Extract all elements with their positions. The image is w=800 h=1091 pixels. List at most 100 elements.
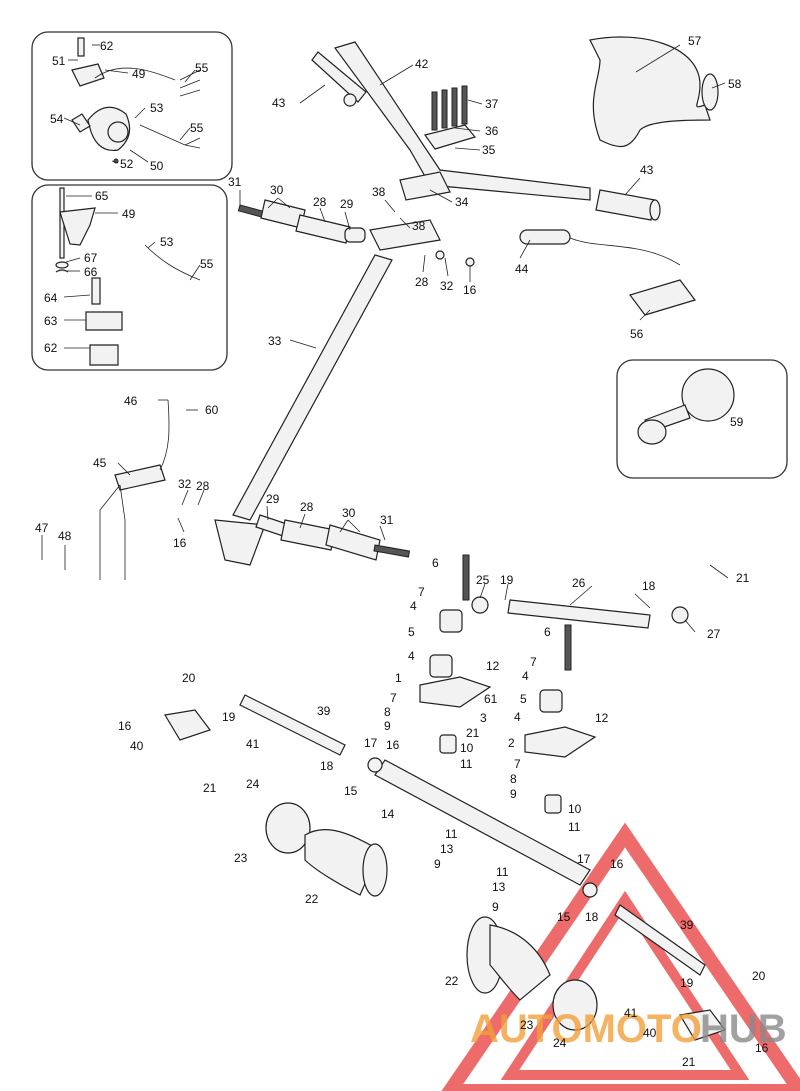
label-21: 21: [682, 1055, 696, 1069]
label-38: 38: [412, 219, 426, 233]
label-60: 60: [205, 403, 219, 417]
label-16: 16: [118, 719, 132, 733]
label-8: 8: [510, 772, 517, 786]
label-19: 19: [222, 710, 236, 724]
label-12: 12: [486, 659, 500, 673]
label-5: 5: [520, 692, 527, 706]
label-32: 32: [440, 279, 454, 293]
label-67: 67: [84, 251, 98, 265]
label-15: 15: [344, 784, 358, 798]
upper-clamp-part: [423, 124, 477, 150]
label-13: 13: [492, 880, 506, 894]
steering-column-part: [232, 254, 393, 521]
label-30: 30: [270, 183, 284, 197]
label-16: 16: [173, 536, 187, 550]
label-38: 38: [372, 185, 386, 199]
label-27: 27: [707, 627, 721, 641]
label-7: 7: [390, 691, 397, 705]
label-62: 62: [44, 341, 58, 355]
label-35: 35: [482, 143, 496, 157]
label-9: 9: [384, 719, 391, 733]
boot-left-part: [265, 802, 388, 897]
label-8: 8: [384, 705, 391, 719]
label-48: 48: [58, 529, 72, 543]
label-43: 43: [640, 163, 654, 177]
label-10: 10: [460, 741, 474, 755]
label-20: 20: [182, 671, 196, 685]
label-58: 58: [728, 77, 742, 91]
lower-linkage-parts: [214, 514, 411, 566]
watermark-word-hub: HUB: [700, 1007, 787, 1051]
label-9: 9: [434, 857, 441, 871]
label-49: 49: [122, 207, 136, 221]
label-29: 29: [266, 492, 280, 506]
tie-rod-parts: [471, 596, 689, 629]
label-17: 17: [577, 852, 591, 866]
label-7: 7: [514, 757, 521, 771]
cross-bar-part: [374, 759, 591, 886]
label-34: 34: [455, 195, 469, 209]
heated-grip-part: [519, 229, 696, 316]
label-26: 26: [572, 576, 586, 590]
label-66: 66: [84, 265, 98, 279]
label-31: 31: [228, 175, 242, 189]
label-50: 50: [150, 159, 164, 173]
label-32: 32: [178, 477, 192, 491]
label-24: 24: [553, 1036, 567, 1050]
label-41: 41: [624, 1006, 638, 1020]
label-7: 7: [418, 585, 425, 599]
label-19: 19: [680, 976, 694, 990]
label-14: 14: [381, 807, 395, 821]
label-47: 47: [35, 521, 49, 535]
label-49: 49: [132, 67, 146, 81]
label-11: 11: [445, 827, 458, 841]
label-55: 55: [195, 61, 209, 75]
label-39: 39: [317, 704, 331, 718]
label-28: 28: [415, 275, 429, 289]
label-57: 57: [688, 34, 702, 48]
label-2: 2: [508, 736, 515, 750]
label-55: 55: [190, 121, 204, 135]
label-11: 11: [496, 865, 509, 879]
label-55: 55: [200, 257, 214, 271]
label-56: 56: [630, 327, 644, 341]
switch-assembly-parts: [71, 37, 201, 164]
label-18: 18: [585, 910, 599, 924]
lower-clamp-part: [399, 171, 451, 201]
inset-box-horn: [616, 359, 788, 479]
label-46: 46: [124, 394, 138, 408]
clamp-bolts: [431, 85, 468, 131]
label-11: 11: [460, 757, 473, 771]
label-1: 1: [395, 671, 402, 685]
label-4: 4: [408, 649, 415, 663]
label-18: 18: [320, 759, 334, 773]
throttle-cable-part: [99, 399, 170, 580]
label-33: 33: [268, 334, 282, 348]
label-21: 21: [466, 726, 480, 740]
inset-box-throttle-assembly: [31, 184, 228, 371]
handlebar-part: [311, 41, 661, 221]
label-7: 7: [530, 655, 537, 669]
label-53: 53: [150, 101, 164, 115]
watermark-text: AUTOMOTO HUB: [470, 1007, 787, 1051]
label-28: 28: [313, 195, 327, 209]
label-15: 15: [557, 910, 571, 924]
label-37: 37: [485, 97, 499, 111]
label-22: 22: [445, 974, 459, 988]
label-52: 52: [120, 157, 134, 171]
label-39: 39: [680, 918, 694, 932]
boot-right-part: [466, 916, 598, 1031]
label-18: 18: [642, 579, 656, 593]
label-61: 61: [484, 692, 498, 706]
label-31: 31: [380, 513, 394, 527]
label-6: 6: [432, 556, 439, 570]
label-5: 5: [408, 625, 415, 639]
part-number-labels: 62 51 49 55 53 55 54 50 52 65 49 53 55 6…: [35, 34, 769, 1069]
label-9: 9: [492, 900, 499, 914]
label-24: 24: [246, 777, 260, 791]
label-20: 20: [752, 969, 766, 983]
label-4: 4: [522, 669, 529, 683]
watermark-word-automoto: AUTOMOTO: [470, 1007, 702, 1051]
label-22: 22: [305, 892, 319, 906]
